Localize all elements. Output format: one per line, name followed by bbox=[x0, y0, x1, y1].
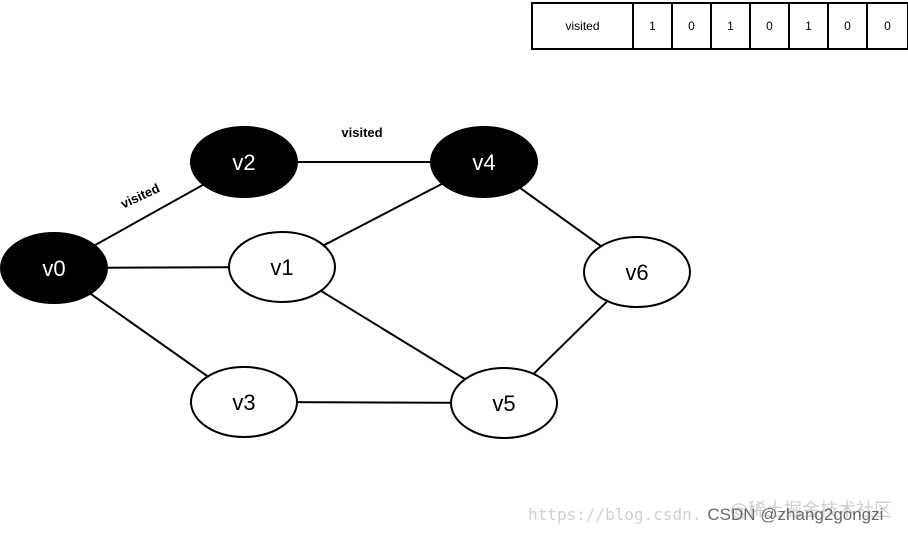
node-v0: v0 bbox=[0, 232, 108, 304]
node-v6-label: v6 bbox=[625, 260, 648, 285]
visited-array-cell-3: 0 bbox=[751, 4, 790, 48]
node-v2-shape bbox=[190, 126, 298, 198]
visited-array-cell-6: 0 bbox=[884, 19, 891, 33]
node-v1: v1 bbox=[228, 231, 336, 303]
node-v2: v2 bbox=[190, 126, 298, 198]
node-v3: v3 bbox=[190, 366, 298, 438]
node-v4: v4 bbox=[430, 126, 538, 198]
node-v2-label: v2 bbox=[232, 150, 255, 175]
node-v4-shape bbox=[430, 126, 538, 198]
node-v5-label: v5 bbox=[492, 391, 515, 416]
visited-array-cell-4: 1 bbox=[790, 4, 829, 48]
node-v1-label: v1 bbox=[270, 255, 293, 280]
visited-array-header: visited bbox=[533, 4, 634, 48]
edge-label-v0-v2: visited bbox=[118, 180, 162, 211]
node-v5-shape bbox=[450, 367, 558, 439]
node-v1-shape bbox=[228, 231, 336, 303]
node-v4-label: v4 bbox=[472, 150, 495, 175]
node-v6-shape bbox=[583, 236, 691, 308]
node-v6: v6 bbox=[583, 236, 691, 308]
edge-label-v2-v4: visited bbox=[341, 125, 382, 140]
node-v3-shape bbox=[190, 366, 298, 438]
visited-array-cell-1: 0 bbox=[673, 4, 712, 48]
visited-array-cell-0: 1 bbox=[634, 4, 673, 48]
node-v0-label: v0 bbox=[42, 256, 65, 281]
node-v3-label: v3 bbox=[232, 390, 255, 415]
node-v0-shape bbox=[0, 232, 108, 304]
node-v5: v5 bbox=[450, 367, 558, 439]
visited-array-cell-2: 1 bbox=[712, 4, 751, 48]
visited-array-table: visited 1 0 1 0 1 0 0 bbox=[531, 2, 908, 50]
visited-array-cell-5: 0 bbox=[829, 4, 868, 48]
nodes-layer: v0 v1 v2 v3 v4 v5 v6 bbox=[0, 126, 691, 439]
